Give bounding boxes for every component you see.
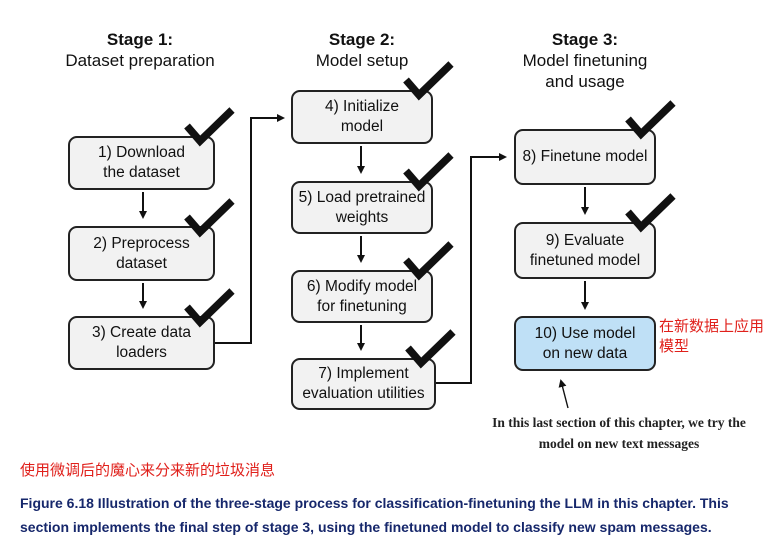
stage-2-subtitle: Model setup xyxy=(315,51,409,70)
annotation-pointer-arrow xyxy=(558,379,569,409)
step-9-label: 9) Evaluate finetuned model xyxy=(529,231,641,269)
step-2-box: 2) Preprocess dataset xyxy=(68,226,215,281)
step-10-label: 10) Use model on new data xyxy=(534,324,636,362)
step-8-label: 8) Finetune model xyxy=(522,148,648,165)
step-3-box: 3) Create data loaders xyxy=(68,316,215,370)
arrow-3-to-4 xyxy=(215,114,285,344)
step-9-checkmark-icon xyxy=(625,193,676,233)
step-7-checkmark-icon xyxy=(405,329,456,369)
step-6-label: 6) Modify model for finetuning xyxy=(306,277,418,315)
annotation-text: In this last section of this chapter, we… xyxy=(492,415,746,451)
step-4-checkmark-icon xyxy=(403,61,454,101)
stage-1-header: Stage 1: Dataset preparation xyxy=(50,29,230,71)
step-9-box: 9) Evaluate finetuned model xyxy=(514,222,656,279)
step-8-checkmark-icon xyxy=(625,100,676,140)
step-7-label: 7) Implement evaluation utilities xyxy=(302,365,425,402)
step-1-checkmark-icon xyxy=(184,107,235,147)
figure-caption: Figure 6.18 Illustration of the three-st… xyxy=(20,495,729,535)
stage-1-title: Stage 1: xyxy=(106,30,174,49)
step-2-checkmark-icon xyxy=(184,198,235,238)
step-10-box: 10) Use model on new data xyxy=(514,316,656,371)
step-2-label: 2) Preprocess dataset xyxy=(93,234,190,272)
stage-2-header: Stage 2: Model setup xyxy=(282,29,442,71)
stage-3-header: Stage 3: Model finetuning and usage xyxy=(495,29,675,92)
step-8-box: 8) Finetune model xyxy=(514,129,656,185)
step-1-label: 1) Download the dataset xyxy=(97,144,186,181)
stage-3-subtitle: Model finetuning and usage xyxy=(522,51,648,91)
step-4-label: 4) Initialize model xyxy=(324,98,400,135)
step-4-box: 4) Initialize model xyxy=(291,90,433,144)
stage-3-title: Stage 3: xyxy=(551,30,619,49)
step-10-chinese-note: 在新数据上应用 模型 xyxy=(659,318,765,355)
step-6-checkmark-icon xyxy=(403,241,454,281)
step-3-label: 3) Create data loaders xyxy=(91,324,192,361)
step-1-box: 1) Download the dataset xyxy=(68,136,215,190)
step-3-checkmark-icon xyxy=(184,288,235,328)
chinese-caption: 使用微调后的魔心来分来新的垃圾消息 xyxy=(20,462,276,479)
step-5-label: 5) Load pretrained weights xyxy=(298,188,426,226)
step-7-box: 7) Implement evaluation utilities xyxy=(291,358,436,410)
step-6-box: 6) Modify model for finetuning xyxy=(291,270,433,323)
step-5-checkmark-icon xyxy=(403,152,454,192)
stage-2-title: Stage 2: xyxy=(328,30,396,49)
step-5-box: 5) Load pretrained weights xyxy=(291,181,433,234)
arrow-7-to-8 xyxy=(436,153,507,384)
stage-1-subtitle: Dataset preparation xyxy=(65,51,215,70)
